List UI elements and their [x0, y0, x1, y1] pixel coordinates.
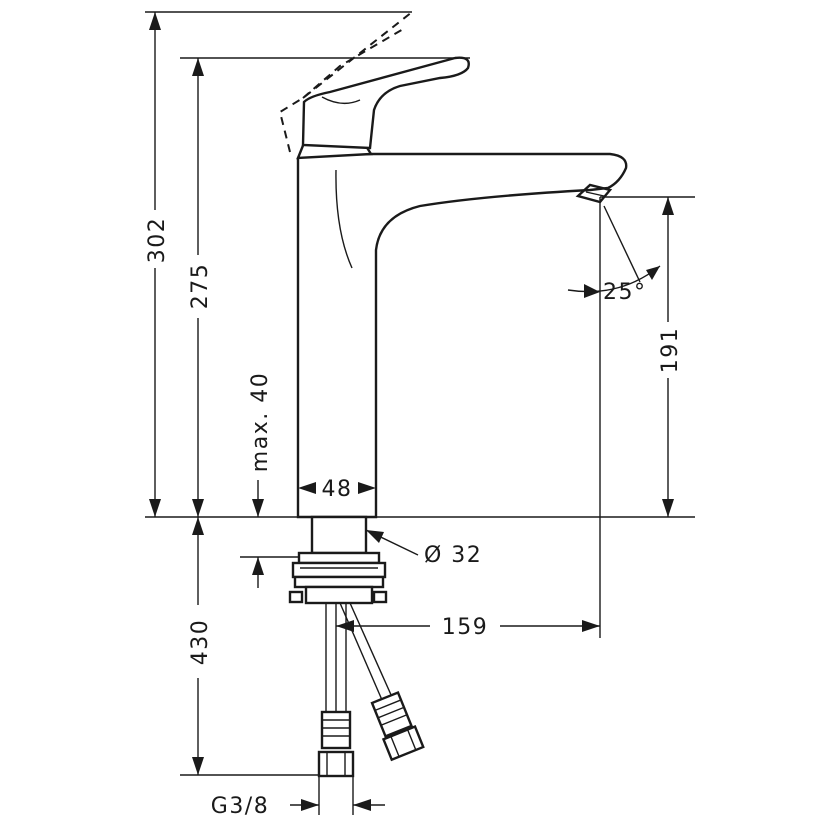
dimension-max-thickness: max. 40 [248, 372, 273, 588]
spout-height-label: 275 [188, 263, 213, 310]
mounting-assembly [288, 515, 388, 605]
dimension-projection: 159 [336, 197, 601, 640]
body-width-label: 48 [322, 477, 353, 502]
dimension-hole-diameter: Ø 32 [365, 529, 482, 568]
dimension-body-width: 48 [298, 477, 376, 502]
dimension-hose-length: 430 [188, 517, 213, 775]
projection-label: 159 [442, 615, 489, 640]
max-thickness-label: max. 40 [248, 372, 273, 472]
faucet-body [278, 11, 628, 519]
dimension-total-height: 302 [145, 12, 170, 517]
dimension-spout-height: 275 [188, 58, 213, 517]
supply-hoses [317, 602, 425, 778]
total-height-label: 302 [145, 217, 170, 264]
dimension-connection-thread: G3/8 [211, 776, 385, 819]
spout-clearance-label: 191 [658, 327, 683, 374]
dimension-spout-clearance: 191 [658, 197, 683, 517]
reference-lines [145, 11, 695, 776]
hole-diameter-label: Ø 32 [424, 543, 482, 568]
swivel-angle-label: 25° [603, 280, 647, 305]
connection-thread-label: G3/8 [211, 794, 269, 819]
dimension-swivel-angle: 25° [567, 205, 661, 305]
hose-length-label: 430 [188, 619, 213, 666]
